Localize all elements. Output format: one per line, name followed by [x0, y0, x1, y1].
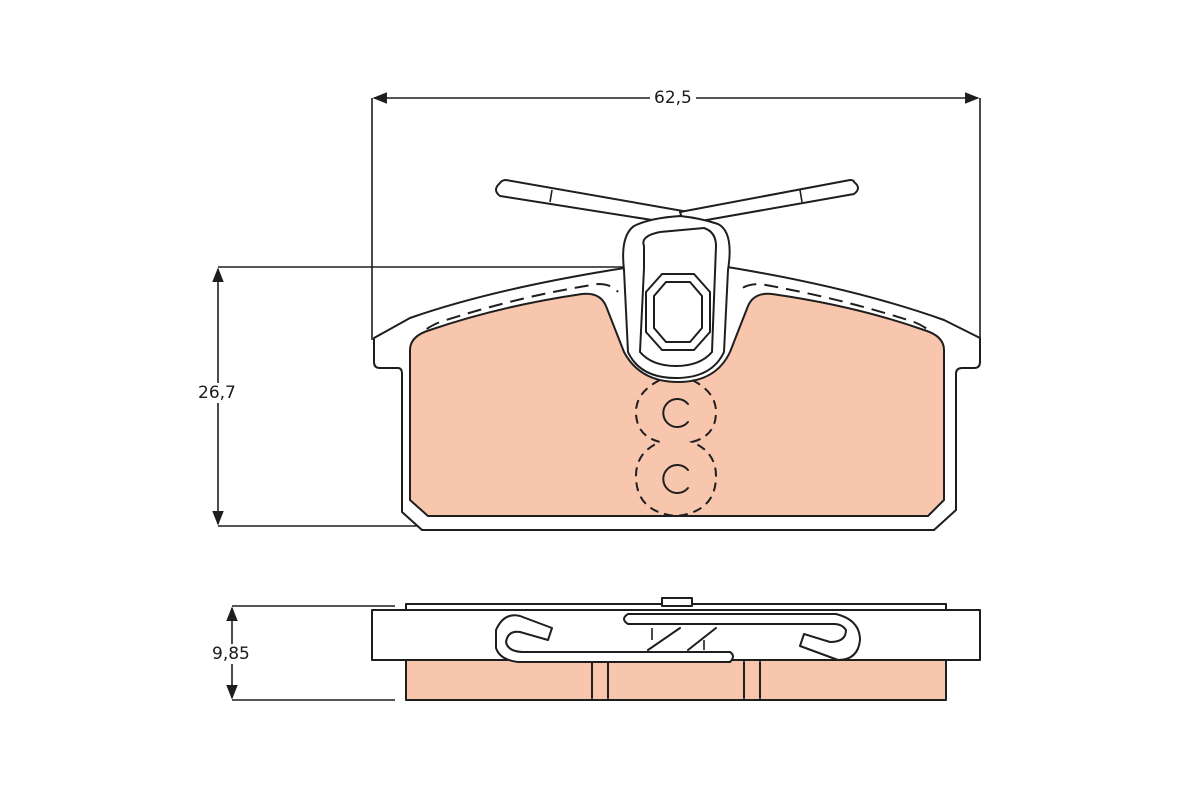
hole-markings [634, 379, 718, 518]
thickness-dimension [226, 605, 395, 701]
friction-material-top [409, 292, 945, 517]
hole-top [662, 398, 689, 428]
height-dimension-label: 26,7 [194, 383, 240, 403]
side-view [371, 597, 981, 701]
width-dimension-label: 62,5 [650, 88, 696, 108]
spring-clip-top [495, 179, 859, 379]
thickness-dimension-label: 9,85 [208, 644, 254, 664]
hole-bottom [662, 464, 689, 494]
